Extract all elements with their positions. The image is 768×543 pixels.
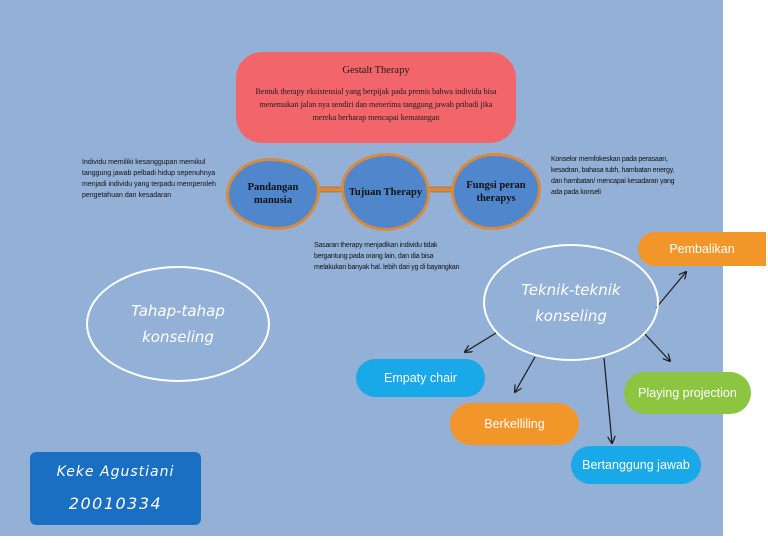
arrow-to-pembalikan bbox=[655, 272, 686, 309]
pill-empaty-chair: Empaty chair bbox=[356, 359, 485, 397]
empaty-chair-label: Empaty chair bbox=[384, 371, 457, 385]
arrow-to-bertanggung-jawab bbox=[603, 357, 612, 443]
gestalt-therapy-box: Gestalt Therapy Bentuk therapy eksistens… bbox=[236, 52, 516, 143]
teknik-label: Teknik-teknik konseling bbox=[521, 280, 621, 325]
note-fungsi: Konselor memfokeskan pada perasaan, kesa… bbox=[551, 156, 675, 196]
pill-berkeliling: Berkelliling bbox=[450, 403, 579, 445]
note-pandangan: Individu memiliki kesanggupan memikul ta… bbox=[82, 159, 216, 199]
blob-fungsi-peran: Fungsi peran therapys bbox=[451, 153, 541, 230]
pembalikan-label: Pembalikan bbox=[669, 242, 735, 256]
oval-tahap-konseling: Tahap-tahap konseling bbox=[86, 266, 270, 382]
arrow-to-playing-projection bbox=[643, 332, 670, 361]
blob-tujuan-therapy: Tujuan Therapy bbox=[341, 153, 430, 231]
author-name: Keke Agustiani bbox=[56, 464, 175, 480]
arrow-to-empaty-chair bbox=[465, 332, 497, 352]
blob-tujuan-label: Tujuan Therapy bbox=[348, 186, 423, 198]
blob-fungsi-label: Fungsi peran therapys bbox=[466, 179, 526, 204]
playing-projection-label: Playing projection bbox=[638, 386, 737, 400]
blob-pandangan-manusia: Pandangan manusia bbox=[226, 158, 320, 230]
author-id: 20010334 bbox=[68, 494, 163, 513]
gestalt-description: Bentuk therapy eksistensial yang berpija… bbox=[255, 87, 497, 122]
berkeliling-label: Berkelliling bbox=[484, 417, 545, 431]
bertanggung-jawab-label: Bertanggung jawab bbox=[582, 458, 690, 472]
blob-pandangan-label: Pandangan manusia bbox=[247, 182, 299, 206]
note-tujuan: Sasaran therapy menjadikan individu tida… bbox=[314, 242, 460, 271]
arrow-to-berkeliling bbox=[515, 356, 536, 392]
oval-teknik-konseling: Teknik-teknik konseling bbox=[483, 244, 659, 361]
author-card: Keke Agustiani 20010334 bbox=[30, 452, 201, 525]
pill-playing-projection: Playing projection bbox=[624, 372, 751, 414]
tahap-label: Tahap-tahap konseling bbox=[131, 302, 225, 346]
pill-pembalikan: Pembalikan bbox=[638, 232, 766, 266]
gestalt-title: Gestalt Therapy bbox=[342, 65, 410, 76]
pill-bertanggung-jawab: Bertanggung jawab bbox=[571, 446, 701, 484]
connector-layer bbox=[314, 186, 723, 536]
